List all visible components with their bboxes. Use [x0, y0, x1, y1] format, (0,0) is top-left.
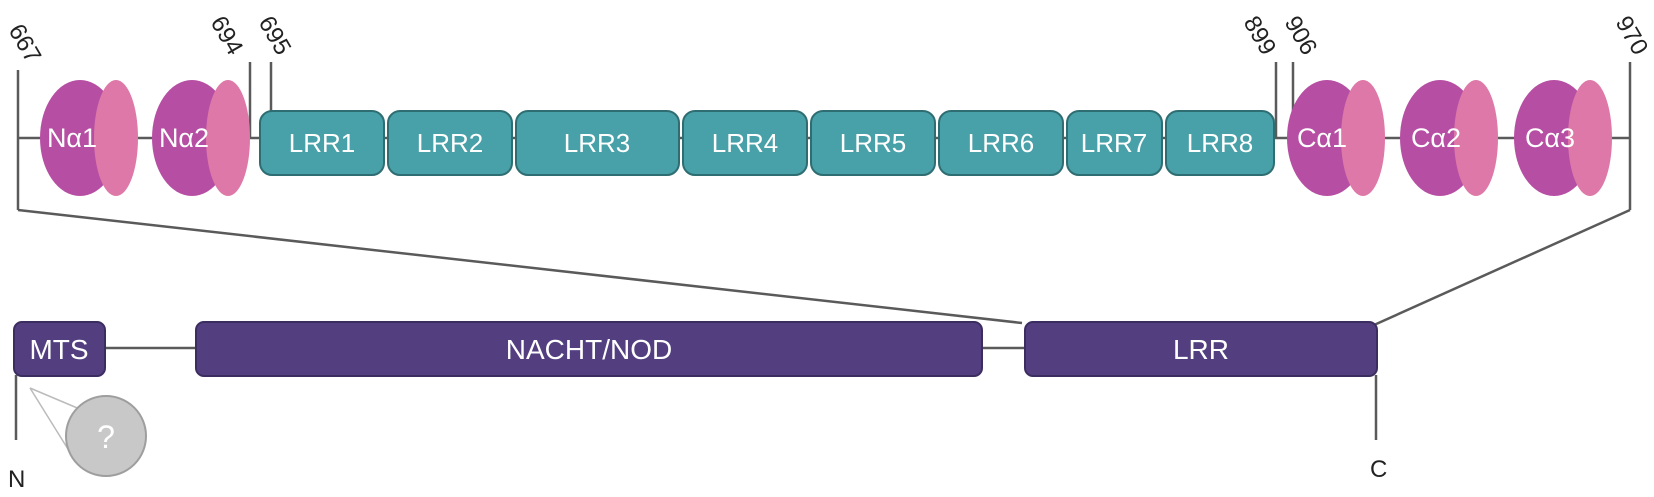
- helix-n-alpha-1-label: Nα1: [47, 123, 97, 153]
- lrr-repeat-2-label: LRR2: [417, 128, 483, 158]
- zoom-line-left: [17, 208, 1023, 325]
- helix-c-alpha-3-label: Cα3: [1525, 123, 1575, 153]
- lrr-repeat-5-label: LRR5: [840, 128, 906, 158]
- zoom-line-right: [1373, 208, 1631, 327]
- residue-667: 667: [3, 20, 46, 68]
- lrr-repeat-5: LRR5: [810, 110, 936, 176]
- lrr-repeat-4-label: LRR4: [712, 128, 778, 158]
- n-terminus-label: N: [8, 466, 25, 493]
- lrr-repeat-3-label: LRR3: [564, 128, 630, 158]
- lrr-repeat-7: LRR7: [1066, 110, 1163, 176]
- lrr-repeat-7-label: LRR7: [1081, 128, 1147, 158]
- c-terminus-label: C: [1370, 456, 1387, 483]
- lrr-repeat-3: LRR3: [515, 110, 680, 176]
- domain-nacht-nod: NACHT/NOD: [195, 321, 983, 377]
- residue-970: 970: [1610, 12, 1653, 60]
- full-length-protein: MTS NACHT/NOD LRR ? N C: [8, 321, 1387, 493]
- lrr-repeat-6-label: LRR6: [968, 128, 1034, 158]
- lrr-repeat-1: LRR1: [259, 110, 385, 176]
- domain-lrr-label: LRR: [1173, 334, 1229, 365]
- question-mark-icon: ?: [97, 419, 115, 455]
- domain-mts-label: MTS: [29, 334, 88, 365]
- lrr-repeat-8-label: LRR8: [1187, 128, 1253, 158]
- lrr-repeat-8: LRR8: [1165, 110, 1275, 176]
- helix-n-alpha-2-label: Nα2: [159, 123, 209, 153]
- lrr-repeat-1-label: LRR1: [289, 128, 355, 158]
- helix-c-alpha-3: Cα3: [1514, 80, 1612, 196]
- lrr-repeat-2: LRR2: [387, 110, 513, 176]
- helix-c-alpha-2: Cα2: [1400, 80, 1498, 196]
- lrr-repeat-4: LRR4: [682, 110, 808, 176]
- helix-c-alpha-1: Cα1: [1287, 80, 1385, 196]
- lrr-repeat-6: LRR6: [938, 110, 1064, 176]
- domain-mts: MTS: [13, 321, 106, 377]
- mts-unknown-callout: ?: [29, 387, 147, 477]
- domain-lrr: LRR: [1024, 321, 1378, 377]
- helix-n-alpha-1: Nα1: [40, 80, 138, 196]
- domain-nacht-nod-label: NACHT/NOD: [506, 334, 672, 365]
- helix-c-alpha-1-label: Cα1: [1297, 123, 1347, 153]
- residue-labels: 667 694 695 899 906 970: [3, 12, 1653, 68]
- helix-n-alpha-2: Nα2: [152, 80, 250, 196]
- lrr-repeats: LRR1 LRR2 LRR3 LRR4 LRR5 LRR6 LRR7 LRR8: [259, 110, 1275, 176]
- residue-906: 906: [1279, 12, 1322, 60]
- unknown-circle: [65, 395, 147, 477]
- residue-694: 694: [205, 12, 248, 60]
- residue-695: 695: [253, 12, 296, 60]
- helix-c-alpha-2-label: Cα2: [1411, 123, 1461, 153]
- residue-899: 899: [1238, 12, 1281, 60]
